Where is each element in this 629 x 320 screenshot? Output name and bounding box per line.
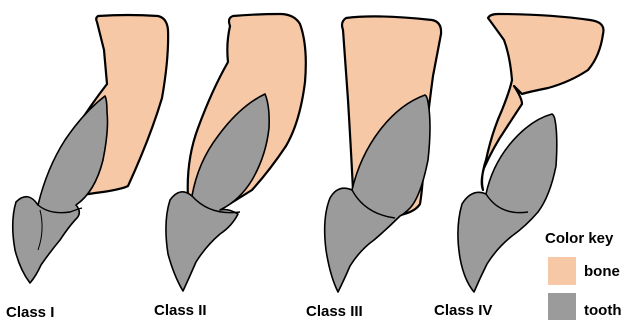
legend-label-bone: bone [584,263,620,280]
class-3-illustration [325,16,441,292]
legend-swatch-bone [548,257,576,285]
legend-swatch-tooth [548,293,576,320]
class-3-label: Class III [306,303,363,320]
color-key-legend: Color key bone tooth [545,230,621,320]
class-4-label: Class IV [434,302,492,319]
class-1-illustration [13,15,168,283]
class-2-label: Class II [154,302,207,319]
class-2-illustration [166,14,306,291]
legend-title: Color key [545,230,614,247]
class-1-label: Class I [6,304,54,320]
class-4-illustration [458,14,604,292]
legend-label-tooth: tooth [584,302,621,319]
class-4-tooth [458,114,557,292]
